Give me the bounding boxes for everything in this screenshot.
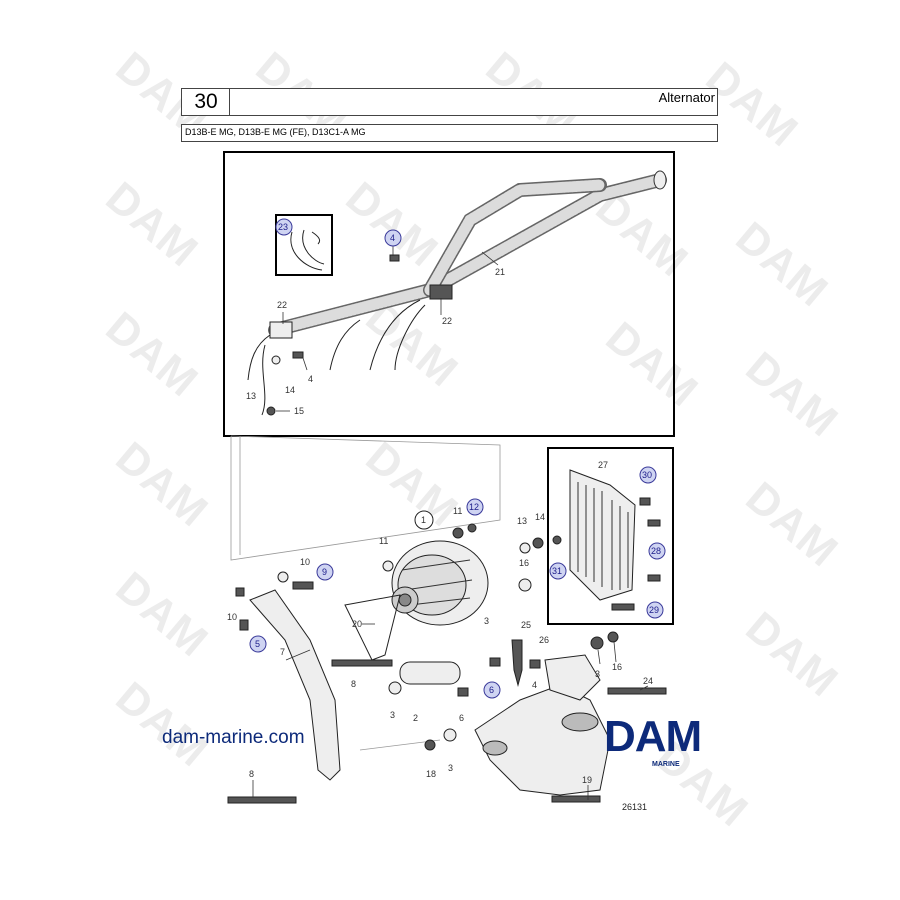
callout-3: 3 [484,616,489,626]
callout-15: 15 [294,406,304,416]
callout-7: 7 [280,647,285,657]
nut [266,406,276,416]
brand-logo: DAM MARINE [604,715,740,775]
callout-21: 21 [495,267,505,277]
conduit [268,170,667,339]
callout-27: 27 [598,460,608,470]
models-box: D13B-E MG, D13B-E MG (FE), D13C1-A MG [181,124,718,142]
clip-inset-frame [275,214,333,276]
mounting-bracket [249,589,341,781]
callout-12: 12 [469,502,479,512]
section-number: 30 [194,90,218,113]
cables [247,284,453,416]
callout-20: 20 [352,619,362,629]
callout-8: 8 [249,769,254,779]
callout-6: 6 [459,713,464,723]
cable-harness-frame [223,151,675,437]
bolt [389,254,400,262]
long-bolt [331,659,393,667]
washer [271,355,281,365]
callout-24: 24 [643,676,653,686]
lower-bracket-assembly [474,654,611,796]
brand-url[interactable]: dam-marine.com [162,727,305,748]
callout-9: 9 [322,567,327,577]
circled-callouts: 23 4 1 12 30 9 28 31 29 5 6 [249,218,666,699]
shield-slots [577,482,629,590]
callout-3: 3 [595,669,600,679]
callout-25: 25 [521,620,531,630]
page-title: Alternator [658,90,715,105]
callout-1: 1 [421,515,426,525]
callout-3: 3 [448,763,453,773]
tensioner-body [399,661,461,685]
callout-4: 4 [308,374,313,384]
long-bolt [551,795,601,803]
bolt [239,619,249,631]
bolt [292,351,304,359]
washer [277,571,289,583]
bracket-inset-frame [547,447,674,625]
long-bolt [227,796,297,804]
callout-22: 22 [442,316,452,326]
callout-22: 22 [277,300,287,310]
callout-31: 31 [552,566,562,576]
callout-5: 5 [255,639,260,649]
callout-14: 14 [285,385,295,395]
callout-26: 26 [539,635,549,645]
callout-19: 19 [582,775,592,785]
logo-text: DAM [604,712,702,761]
long-bolt [607,687,667,695]
clip-shape [290,229,325,271]
leader-lines [252,246,649,800]
callout-2: 2 [413,713,418,723]
bolt [292,581,314,590]
callout-4: 4 [390,233,395,243]
callout-30: 30 [642,470,652,480]
callout-28: 28 [651,546,661,556]
callout-29: 29 [649,605,659,615]
title-box: Alternator [229,88,718,116]
logo-subtext: MARINE [652,761,680,768]
callout-11: 11 [453,506,462,516]
callout-16: 16 [612,662,622,672]
callout-14: 14 [535,512,545,522]
section-number-box: 30 [181,88,231,116]
callout-18: 18 [426,769,436,779]
callout-13: 13 [246,391,256,401]
callout-8: 8 [351,679,356,689]
callout-labels: 22 22 21 4 14 13 15 27 11 13 14 11 10 16… [227,267,653,785]
drive-belt [344,594,401,661]
callout-10: 10 [227,612,237,622]
callout-13: 13 [517,516,527,526]
illustration-number: 26131 [622,802,648,812]
sensor [511,639,523,687]
callout-11: 11 [379,536,388,546]
engine-models: D13B-E MG, D13B-E MG (FE), D13C1-A MG [185,127,366,137]
bolt [235,587,245,597]
callout-6: 6 [489,685,494,695]
alternator [391,540,489,626]
callout-23: 23 [278,222,288,232]
callout-4: 4 [532,680,537,690]
callout-16: 16 [519,558,529,568]
callout-3: 3 [390,710,395,720]
callout-10: 10 [300,557,310,567]
